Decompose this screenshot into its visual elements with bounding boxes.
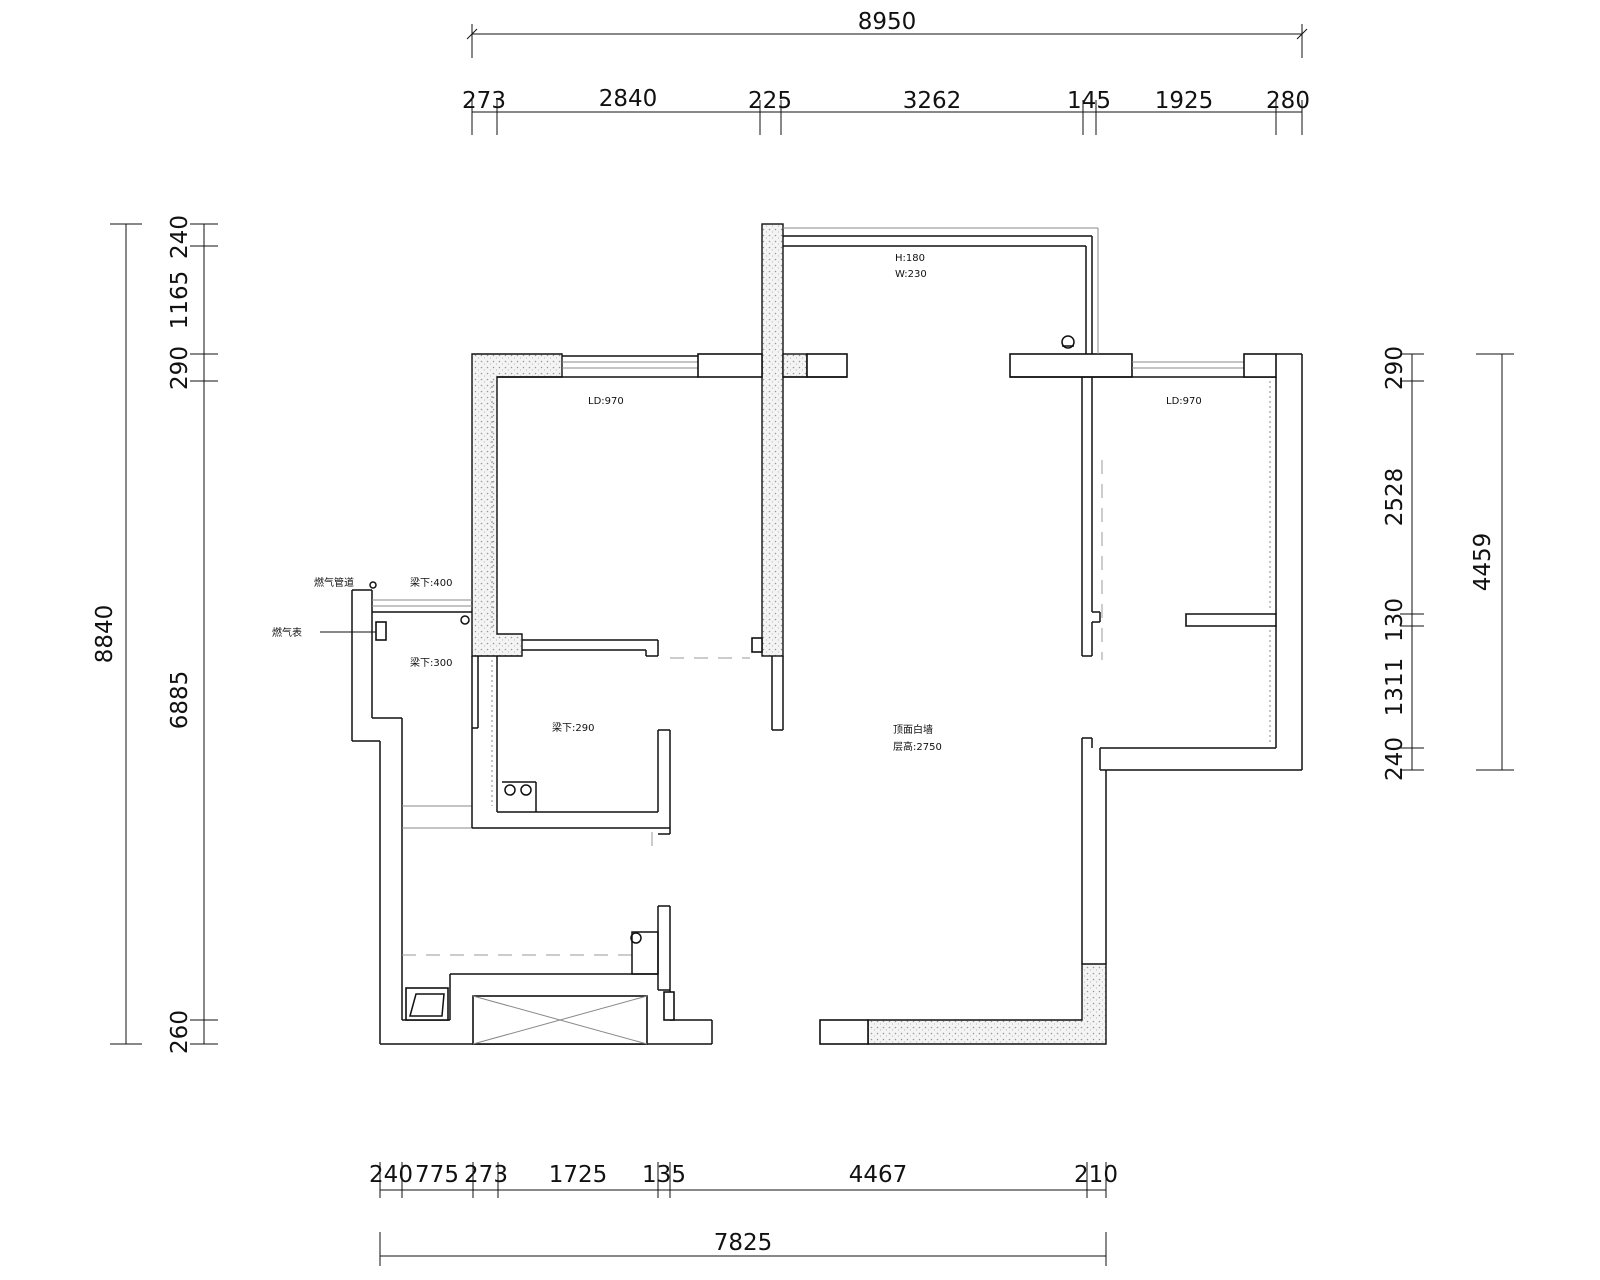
dim-top-seg-3: 225: [748, 88, 792, 114]
middle-room-walls: [471, 381, 750, 975]
note-beam-300: 梁下:300: [410, 656, 452, 669]
top-total-dimension: 8950: [466, 9, 1308, 58]
dim-left-seg-4: 6885: [167, 671, 193, 730]
bottom-right-hatched-wall: [867, 963, 1107, 1045]
dim-bottom-seg-1: 240: [369, 1162, 413, 1188]
dim-right-seg-3: 130: [1382, 598, 1408, 642]
dim-right-seg-4: 1311: [1382, 658, 1408, 717]
dim-bottom-seg-7: 210: [1074, 1162, 1118, 1188]
right-total-dimension: 4459: [1470, 353, 1514, 771]
dim-right-seg-1: 290: [1382, 346, 1408, 390]
top-balcony-outline: [783, 227, 1099, 354]
gas-pipe-marker: [320, 581, 377, 633]
dim-top-seg-1: 273: [462, 88, 506, 114]
dim-left-seg-5: 260: [167, 1010, 193, 1054]
dim-top-total: 8950: [858, 9, 917, 35]
stove-fixture: [405, 987, 449, 1021]
small-cabinet-fixture: [663, 991, 675, 1021]
note-floor-height: 层高:2750: [893, 740, 942, 753]
dim-bottom-seg-6: 4467: [849, 1162, 908, 1188]
central-hatched-column: [761, 223, 784, 657]
left-segment-dimensions: 240 1165 290 6885 260: [167, 215, 218, 1054]
dim-left-total: 8840: [92, 605, 118, 664]
note-window-left: LD:970: [588, 396, 624, 407]
note-gas-meter: 燃气表: [272, 626, 302, 639]
left-bedroom-hatched-wall: [471, 353, 563, 657]
dim-right-seg-5: 240: [1382, 737, 1408, 781]
dim-bottom-seg-2: 775: [415, 1162, 459, 1188]
note-balcony-w: W:230: [895, 269, 927, 280]
left-window-band: [497, 353, 848, 378]
left-total-dimension: 8840: [92, 223, 142, 1045]
central-column-parts: [751, 637, 784, 731]
note-balcony-h: H:180: [895, 253, 925, 264]
bottom-total-dimension: 7825: [379, 1230, 1107, 1266]
dim-top-seg-6: 1925: [1155, 88, 1214, 114]
note-beam-290: 梁下:290: [552, 721, 594, 734]
dim-right-total: 4459: [1470, 533, 1496, 592]
dim-left-seg-1: 240: [167, 215, 193, 259]
dim-bottom-total: 7825: [714, 1230, 773, 1256]
left-kitchen-walls: [351, 589, 658, 1044]
dim-bottom-seg-4: 1725: [549, 1162, 608, 1188]
dim-top-seg-7: 280: [1266, 88, 1310, 114]
dim-bottom-seg-3: 273: [464, 1162, 508, 1188]
bottom-segment-dimensions: 240 775 273 1725 135 4467 210: [369, 1162, 1118, 1198]
top-beam-left-hatched: [782, 353, 808, 378]
dim-top-seg-5: 145: [1067, 88, 1111, 114]
right-outer-walls: [1081, 354, 1303, 964]
dim-left-seg-2: 1165: [167, 271, 193, 330]
dim-top-seg-4: 3262: [903, 88, 962, 114]
note-ceiling: 顶面白墙: [893, 723, 933, 736]
cabinet-cross-fixture: [472, 995, 648, 1045]
dim-right-seg-2: 2528: [1382, 468, 1408, 527]
note-gas-pipe: 燃气管道: [314, 576, 354, 589]
note-window-right: LD:970: [1166, 396, 1202, 407]
note-beam-400: 梁下:400: [410, 576, 452, 589]
right-segment-dimensions: 290 2528 130 1311 240: [1382, 346, 1424, 781]
dim-left-seg-3: 290: [167, 346, 193, 390]
right-window-band: [1009, 353, 1302, 378]
dim-top-seg-2: 2840: [599, 86, 658, 112]
dim-bottom-seg-5: 135: [642, 1162, 686, 1188]
top-segment-dimensions: 273 2840 225 3262 145 1925 280: [462, 86, 1310, 135]
